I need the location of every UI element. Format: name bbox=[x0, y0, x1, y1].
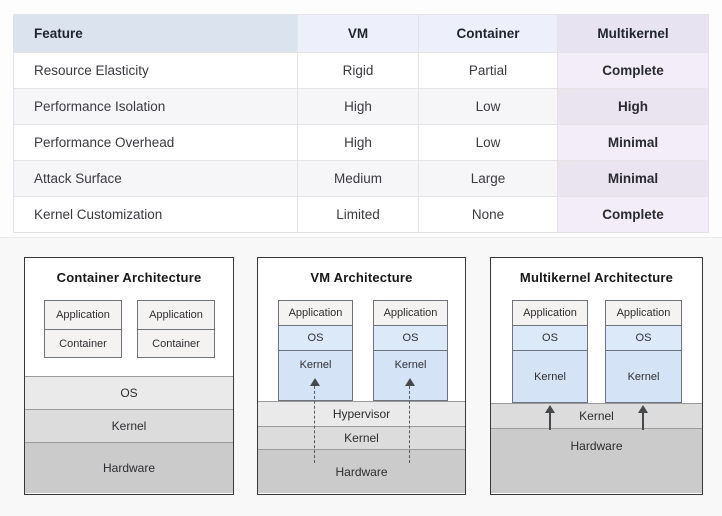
stack-segment-os: OS bbox=[606, 325, 681, 350]
multikernel-stack: Application OS Kernel bbox=[512, 300, 588, 403]
vm-cell: Rigid bbox=[297, 52, 419, 89]
stack-segment-kernel: Kernel bbox=[513, 350, 587, 402]
hardware-to-kernel-arrow-solid bbox=[642, 412, 644, 430]
table-row: Attack Surface Medium Large Minimal bbox=[13, 160, 709, 197]
vm-stack: Application OS Kernel bbox=[373, 300, 448, 401]
stack-segment-application: Application bbox=[606, 301, 681, 325]
hardware-to-kernel-arrow-solid bbox=[549, 412, 551, 430]
hardware-to-kernel-arrowhead bbox=[310, 378, 320, 386]
table-row: Performance Overhead High Low Minimal bbox=[13, 124, 709, 161]
vm-architecture-diagram: VM Architecture Hypervisor Kernel Hardwa… bbox=[257, 257, 466, 495]
table-row: Kernel Customization Limited None Comple… bbox=[13, 196, 709, 233]
table-row: Performance Isolation High Low High bbox=[13, 88, 709, 125]
vm-cell: High bbox=[297, 124, 419, 161]
vm-cell: High bbox=[297, 88, 419, 125]
stack-segment-kernel: Kernel bbox=[374, 350, 447, 400]
hardware-to-kernel-arrow-dashed bbox=[314, 386, 315, 463]
table-header-vm: VM bbox=[297, 14, 419, 53]
diagram-title: Multikernel Architecture bbox=[519, 270, 674, 285]
multikernel-cell: Minimal bbox=[557, 160, 709, 197]
stack-segment-application: Application bbox=[374, 301, 447, 325]
multikernel-cell: High bbox=[557, 88, 709, 125]
feature-cell: Resource Elasticity bbox=[13, 52, 298, 89]
stack-segment-application: Application bbox=[279, 301, 352, 325]
multikernel-cell: Complete bbox=[557, 52, 709, 89]
container-stack: Application Container bbox=[44, 300, 122, 358]
feature-cell: Performance Isolation bbox=[13, 88, 298, 125]
layer-kernel: Kernel bbox=[25, 409, 233, 442]
container-cell: Low bbox=[418, 124, 558, 161]
stack-segment-container: Container bbox=[45, 329, 121, 357]
vm-cell: Medium bbox=[297, 160, 419, 197]
layer-hypervisor: Hypervisor bbox=[258, 401, 465, 426]
stack-segment-kernel: Kernel bbox=[606, 350, 681, 402]
table-header-feature: Feature bbox=[13, 14, 298, 53]
multikernel-stack: Application OS Kernel bbox=[605, 300, 682, 403]
container-cell: None bbox=[418, 196, 558, 233]
multikernel-architecture-diagram: Multikernel Architecture Kernel Hardware… bbox=[490, 257, 703, 495]
table-header-multikernel: Multikernel bbox=[557, 14, 709, 53]
hardware-to-kernel-arrowhead bbox=[545, 405, 555, 413]
stack-segment-container: Container bbox=[138, 329, 214, 357]
container-cell: Large bbox=[418, 160, 558, 197]
stack-segment-os: OS bbox=[374, 325, 447, 350]
diagram-title: Container Architecture bbox=[56, 270, 202, 285]
multikernel-cell: Complete bbox=[557, 196, 709, 233]
layer-kernel: Kernel bbox=[258, 426, 465, 449]
stack-segment-application: Application bbox=[45, 301, 121, 329]
hardware-to-kernel-arrowhead bbox=[638, 405, 648, 413]
layer-kernel: Kernel bbox=[491, 403, 702, 428]
diagram-title: VM Architecture bbox=[310, 270, 413, 285]
container-cell: Low bbox=[418, 88, 558, 125]
container-stack: Application Container bbox=[137, 300, 215, 358]
feature-cell: Attack Surface bbox=[13, 160, 298, 197]
feature-cell: Kernel Customization bbox=[13, 196, 298, 233]
table-header-container: Container bbox=[418, 14, 558, 53]
layer-hardware: Hardware bbox=[25, 442, 233, 493]
vm-cell: Limited bbox=[297, 196, 419, 233]
layer-hardware: Hardware bbox=[258, 449, 465, 493]
stack-segment-os: OS bbox=[513, 325, 587, 350]
layer-os: OS bbox=[25, 376, 233, 409]
stack-segment-application: Application bbox=[138, 301, 214, 329]
stack-segment-kernel: Kernel bbox=[279, 350, 352, 400]
table-row: Resource Elasticity Rigid Partial Comple… bbox=[13, 52, 709, 89]
stack-segment-application: Application bbox=[513, 301, 587, 325]
hardware-to-kernel-arrow-dashed bbox=[409, 386, 410, 463]
layer-hardware: Hardware bbox=[491, 428, 702, 493]
table-header-row: Feature VM Container Multikernel bbox=[13, 14, 709, 53]
container-architecture-diagram: Container Architecture OS Kernel Hardwar… bbox=[24, 257, 234, 495]
container-cell: Partial bbox=[418, 52, 558, 89]
feature-cell: Performance Overhead bbox=[13, 124, 298, 161]
multikernel-cell: Minimal bbox=[557, 124, 709, 161]
stack-segment-os: OS bbox=[279, 325, 352, 350]
vm-stack: Application OS Kernel bbox=[278, 300, 353, 401]
hardware-to-kernel-arrowhead bbox=[405, 378, 415, 386]
comparison-table: Feature VM Container Multikernel Resourc… bbox=[13, 14, 709, 233]
